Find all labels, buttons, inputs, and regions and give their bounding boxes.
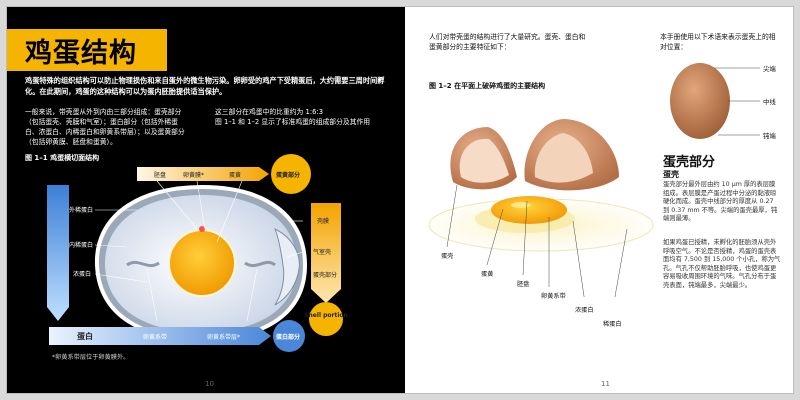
label-thick-white: 浓蛋白	[73, 270, 91, 278]
albumen-part-circle	[273, 320, 305, 352]
position-label-midline: 中线	[763, 98, 776, 106]
footnote: *卵黄系带层位于卵黄膜外。	[52, 354, 130, 361]
yolk-part-arrow	[137, 167, 269, 181]
albumen-part-arrow	[49, 327, 271, 345]
yolk-graphic	[168, 229, 236, 297]
body-text-right: 这三部分在鸡蛋中的比重约为 1:6:3 图 1–1 和 1–2 显示了标准鸡蛋的…	[215, 108, 371, 126]
photo-label-germinal-disc: 胚盘	[517, 281, 530, 288]
chalaza-right	[244, 260, 276, 268]
label-yolk-part: 蛋黄部分	[275, 171, 300, 179]
label-shell-membrane: 壳膜	[317, 217, 329, 225]
book-spread: 鸡蛋结构 鸡蛋特殊的组织结构可以防止物理损伤和来自蛋外的微生物污染。卵卵受的鸡产…	[6, 6, 794, 394]
shell-paragraph-1: 蛋壳部分最外层由约 10 µm 厚的表层膜组成。表层膜是产蛋过程中分泌的黏液晾硬…	[663, 181, 778, 223]
figure-title: 图 1–1 鸡蛋横切面结构	[25, 154, 100, 162]
subheading-shell: 蛋壳	[663, 170, 679, 179]
photo-label-shell: 蛋壳	[441, 253, 454, 260]
yolk-part-circle	[271, 154, 311, 194]
shell-part-arrow	[311, 203, 341, 303]
label-yolk: 蛋黄	[229, 171, 241, 179]
right-intro-text: 人们对带壳蛋的结构进行了大量研究。蛋壳、蛋白和蛋黄部分的主要特征如下：	[429, 33, 586, 51]
page-number-right: 11	[601, 380, 610, 388]
broken-egg-photo	[428, 119, 654, 297]
figure-title-right: 图 1–2 在平面上破碎鸡蛋的主要结构	[429, 82, 546, 90]
brown-egg	[670, 63, 730, 139]
right-page: 人们对带壳蛋的结构进行了大量研究。蛋壳、蛋白和蛋黄部分的主要特征如下： 本手册使…	[405, 7, 793, 393]
photo-label-chalaza: 卵黄系带	[541, 293, 566, 300]
position-label-blunt-end: 钝端	[763, 132, 776, 140]
title-bar	[7, 29, 167, 71]
label-shell-part: 蛋壳部分	[313, 271, 337, 279]
leader-lines	[94, 180, 304, 322]
page-title: 鸡蛋结构	[25, 38, 137, 69]
label-germinal-disc: 胚盘	[154, 171, 166, 179]
left-page: 鸡蛋结构 鸡蛋特殊的组织结构可以防止物理损伤和来自蛋外的微生物污染。卵卵受的鸡产…	[7, 7, 405, 393]
air-cell	[274, 227, 300, 306]
egg-position-diagram	[670, 63, 760, 139]
label-air-cell: 气室壳	[313, 248, 331, 256]
shell-portion-circle	[309, 302, 343, 336]
label-inner-thin-white: 内稀蛋白	[69, 241, 93, 249]
label-albumen: 蛋白	[77, 331, 93, 341]
section-heading-shell-part: 蛋壳部分	[663, 155, 716, 170]
germinal-disc-graphic	[199, 226, 205, 232]
label-chalaziferous-layer: 卵黄系带层*	[207, 333, 240, 341]
page-number-left: 10	[205, 380, 214, 388]
photo-label-yolk: 蛋黄	[481, 271, 494, 278]
label-albumen-part: 蛋白部分	[275, 333, 300, 341]
egg-cross-section-diagram: 胚盘 卵黄膜* 蛋黄 蛋黄部分	[47, 154, 348, 352]
shell-paragraph-2: 如果鸡蛋已授精，未孵化的胚胎须从壳外呼吸空气。不论是否授精，鸡蛋的蛋壳表面均有 …	[663, 239, 781, 289]
photo-label-thick-white: 浓蛋白	[575, 307, 594, 314]
intro-text: 鸡蛋特殊的组织结构可以防止物理损伤和来自蛋外的微生物污染。卵卵受的鸡产下受精蛋后…	[25, 76, 385, 96]
left-albumen-arrow	[47, 185, 69, 321]
yolk-photo	[491, 196, 567, 224]
label-outer-thin-white: 外稀蛋白	[69, 206, 93, 214]
chalaza-left	[126, 260, 160, 268]
photo-label-thin-white: 稀蛋白	[603, 321, 622, 328]
position-terms-intro: 本手册使用以下术语来表示蛋壳上的相对位置：	[660, 33, 776, 51]
body-text-left: 一般来说，带壳蛋从外到内由三部分组成：蛋壳部分（包括蛋壳、壳膜和气室）；蛋白部分…	[25, 108, 185, 146]
label-chalaza: 卵黄系带	[143, 333, 167, 341]
label-vitelline-membrane: 卵黄膜*	[183, 171, 204, 179]
photo-leader-lines	[446, 184, 628, 297]
position-label-pointed-end: 尖端	[763, 65, 776, 73]
position-leader-lines	[714, 67, 760, 136]
label-shell-portion: Shell portion	[304, 312, 348, 319]
